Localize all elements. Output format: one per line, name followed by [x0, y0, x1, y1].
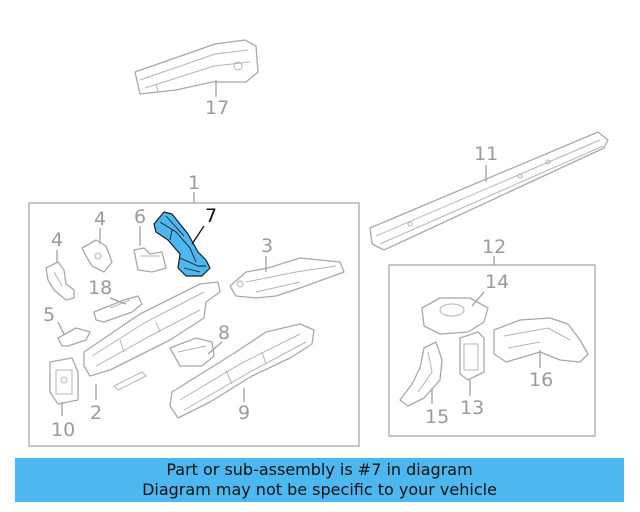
- part-4b-shape: [81, 239, 113, 273]
- label-13: 13: [460, 397, 485, 419]
- label-16: 16: [529, 369, 554, 391]
- label-5: 5: [43, 304, 56, 326]
- part-10-shape: [49, 357, 79, 405]
- part-16-shape: [493, 317, 589, 363]
- part-18-shape: [93, 295, 143, 323]
- label-12: 12: [482, 236, 507, 258]
- label-10: 10: [51, 419, 76, 441]
- label-17: 17: [205, 97, 230, 119]
- label-7: 7: [205, 205, 218, 227]
- label-11: 11: [474, 143, 499, 165]
- label-15: 15: [425, 406, 450, 428]
- label-6: 6: [134, 206, 147, 228]
- leader-5: [57, 321, 65, 335]
- part-3-shape: [229, 257, 345, 299]
- label-1: 1: [188, 172, 201, 194]
- label-2: 2: [90, 402, 103, 424]
- leader-7: [191, 225, 205, 245]
- parts-diagram: [28, 39, 609, 447]
- part-9-shape: [169, 323, 315, 419]
- part-2-shape: [83, 281, 221, 391]
- part-7-shape: [153, 211, 211, 277]
- part-8-shape: [169, 337, 215, 367]
- part-14-shape: [421, 297, 489, 335]
- info-banner: Part or sub-assembly is #7 in diagram Di…: [15, 458, 624, 502]
- leader-8: [207, 341, 223, 355]
- label-8: 8: [218, 322, 231, 344]
- part-5-shape: [57, 327, 91, 347]
- label-18: 18: [88, 277, 113, 299]
- part-13-shape: [459, 331, 485, 381]
- part-6-shape: [133, 247, 167, 273]
- part-11-shape: [369, 131, 609, 251]
- label-4-left: 4: [51, 229, 64, 251]
- part-17-shape: [134, 39, 259, 95]
- label-14: 14: [485, 271, 510, 293]
- part-15-shape: [399, 341, 443, 407]
- banner-line-1: Part or sub-assembly is #7 in diagram: [166, 460, 473, 479]
- label-4-upper: 4: [94, 208, 107, 230]
- part-4a-shape: [45, 261, 75, 301]
- label-9: 9: [238, 402, 251, 424]
- group-box-12: [388, 264, 596, 437]
- label-3: 3: [261, 235, 274, 257]
- leader-14: [471, 291, 485, 307]
- leader-18: [109, 297, 127, 305]
- banner-line-2: Diagram may not be specific to your vehi…: [142, 480, 497, 499]
